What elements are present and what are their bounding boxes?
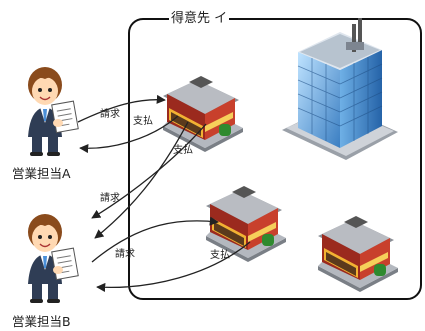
arrow-pay-a [79, 115, 179, 154]
arrow-label-bill-b2: 請求 [115, 249, 135, 260]
person-label-a: 営業担当A [12, 166, 71, 181]
arrow-bill-b2 [91, 216, 219, 263]
arrow-label-bill-b1: 請求 [100, 193, 120, 204]
flow-arrows [77, 94, 251, 293]
arrow-pay-b [96, 241, 251, 293]
arrow-label-pay-a2: 支払 [173, 145, 193, 156]
arrow-bill-b1 [94, 121, 189, 239]
shop-icon [163, 76, 243, 152]
customer-group-title: 得意先 イ [169, 11, 230, 26]
person-label-b: 営業担当B [12, 314, 71, 329]
arrow-label-pay-a: 支払 [133, 116, 153, 127]
arrow-label-bill-a: 請求 [100, 109, 120, 120]
arrow-bill-a [77, 94, 166, 123]
customer-group-frame [128, 18, 422, 300]
salesperson-icon [27, 66, 79, 157]
arrow-label-pay-b: 支払 [210, 250, 230, 261]
salesperson-icon [27, 213, 79, 304]
shop-icon [318, 216, 398, 292]
arrow-pay-a2 [91, 123, 207, 219]
office-building-icon [282, 18, 398, 160]
